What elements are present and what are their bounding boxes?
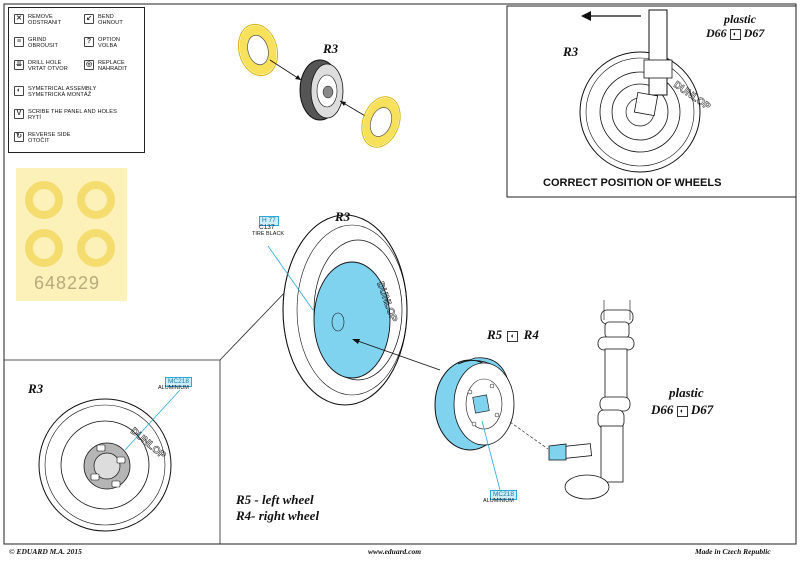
paint-code-c137: C137 <box>259 224 275 231</box>
symmetrical-icon: ◐ <box>507 331 519 342</box>
ref-r5: R5 <box>487 327 503 342</box>
landing-gear-leg <box>509 300 635 500</box>
sheet-frame <box>3 3 797 545</box>
plastic-label-mid: plastic <box>669 385 704 400</box>
paint-code-hub-mc218: MC218 <box>490 490 517 500</box>
symmetrical-icon: ◐ <box>676 406 688 417</box>
paint-name-inset-aluminium: ALUMINIUM <box>158 385 189 391</box>
symmetrical-icon: ◐ <box>729 29 741 40</box>
ref-r5-r4: R5 ◐ R4 <box>487 327 539 343</box>
right-wheel-note: R4- right wheel <box>236 508 320 523</box>
callout-leaders <box>124 245 501 491</box>
correct-position-frame <box>506 5 797 198</box>
replace-icon: ◎ <box>84 60 94 70</box>
footer-origin: Made in Czech Republic <box>695 547 771 556</box>
ref-r3-top: R3 <box>323 41 339 56</box>
footer-website[interactable]: www.eduard.com <box>368 547 422 556</box>
plastic-parts-mid: D66 ◐ D67 <box>651 402 714 417</box>
remove-icon: ✕ <box>14 14 24 24</box>
scribe-icon: V <box>14 109 24 119</box>
footer-copyright: © EDUARD M.A. 2015 <box>9 547 82 556</box>
grind-icon: ≡ <box>14 37 24 47</box>
strut-leg <box>648 9 668 96</box>
main-wheel <box>282 214 441 406</box>
axle-paint <box>548 443 567 461</box>
left-wheel-note: R5 - left wheel <box>236 492 314 507</box>
paint-name-tire-black: TIRE BLACK <box>252 231 285 237</box>
correct-position-title: CORRECT POSITION OF WHEELS <box>543 177 722 189</box>
mask-sheet <box>16 168 127 301</box>
ref-r3-correct: R3 <box>563 44 579 59</box>
option-icon: ? <box>84 37 94 47</box>
paint-name-hub-aluminium: ALUMINIUM <box>483 498 514 504</box>
paint-code-inset-mc218: MC218 <box>165 377 192 387</box>
plastic-parts-top: D66 ◐ D67 <box>706 26 765 40</box>
reverse-side-icon: ↻ <box>14 132 24 142</box>
plastic-label-top: plastic <box>724 12 756 26</box>
ref-r3-inset: R3 <box>28 381 44 396</box>
hub-paint-area <box>313 261 391 379</box>
inset-wheel <box>38 398 172 532</box>
ref-r3-main: R3 <box>335 209 351 224</box>
paint-code-h77: H 77 <box>259 216 279 226</box>
drill-hole-icon: ⇊ <box>14 60 24 70</box>
symmetrical-icon: ◐ <box>14 86 24 96</box>
top-wheel-assembly <box>237 23 401 148</box>
ref-r4: R4 <box>523 327 539 342</box>
correct-position-wheel <box>579 9 701 173</box>
wheel-hub-part <box>434 357 515 451</box>
mask-set-number: 648229 <box>34 273 101 293</box>
bend-icon: ↙ <box>84 14 94 24</box>
